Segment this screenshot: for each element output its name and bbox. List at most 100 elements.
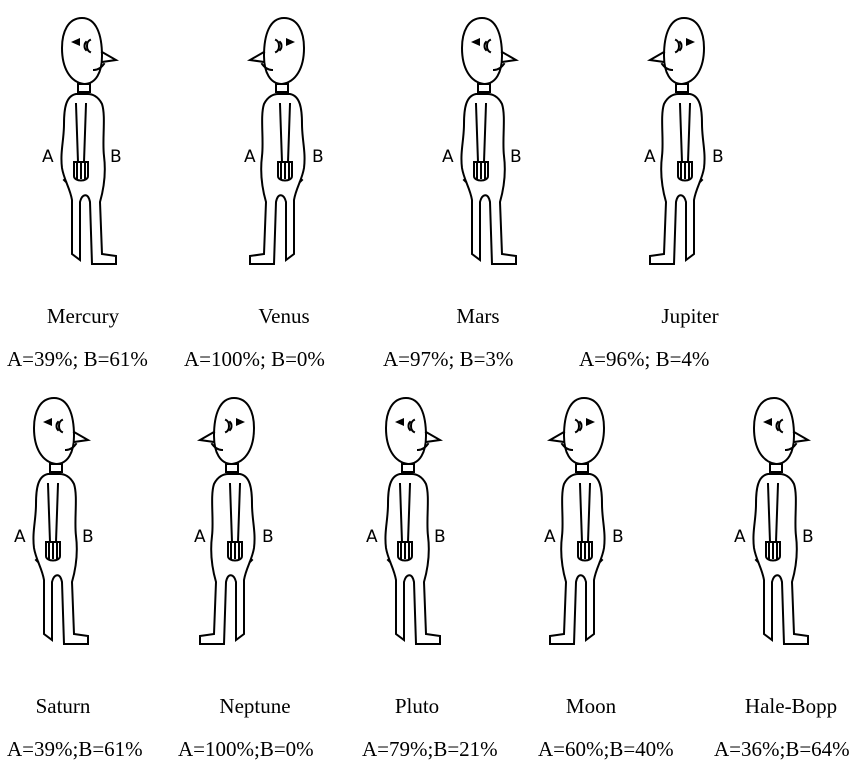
figure-ratio: A=100%;B=0% [178, 737, 314, 761]
side-label-a: A [544, 527, 556, 547]
eye-icon [395, 418, 404, 426]
fork-tines [401, 544, 409, 558]
nose-icon [650, 52, 664, 62]
ear-inner-icon [580, 422, 582, 430]
figure-ratio: A=79%;B=21% [362, 737, 498, 761]
arm-outline [768, 484, 778, 542]
torso-outline [461, 94, 516, 264]
nose-icon [74, 432, 88, 442]
torso-outline [550, 474, 605, 644]
belly-mark [250, 560, 252, 562]
head-outline [264, 18, 304, 84]
nose-icon [502, 52, 516, 62]
side-label-a: A [644, 147, 656, 167]
head-outline [62, 18, 102, 84]
side-label-b: B [612, 527, 624, 547]
belly-mark [464, 180, 466, 182]
figure-body-group [753, 398, 808, 644]
arm-outline [280, 104, 290, 162]
belly-mark [388, 560, 390, 562]
neck [402, 464, 414, 472]
mouth-icon [662, 64, 672, 70]
side-label-a: A [734, 527, 746, 547]
fork-tines [581, 544, 589, 558]
mouth-icon [562, 444, 572, 450]
belly-mark [36, 560, 38, 562]
neck [478, 84, 490, 92]
ear-icon [276, 40, 279, 52]
side-label-b: B [312, 147, 324, 167]
ear-icon [87, 40, 90, 52]
nose-icon [102, 52, 116, 62]
fork-tines [769, 544, 777, 558]
ear-inner-icon [85, 42, 87, 50]
torso-outline [33, 474, 88, 644]
head-outline [386, 398, 426, 464]
figure-ratio: A=96%; B=4% [579, 347, 709, 371]
nose-icon [250, 52, 264, 62]
belly-mark [300, 180, 302, 182]
belly-mark [600, 560, 602, 562]
mouth-icon [94, 64, 104, 70]
fork-tines [681, 164, 689, 178]
figure-name: Neptune [190, 694, 320, 718]
figure-body-group [461, 18, 516, 264]
figure-name: Saturn [0, 694, 126, 718]
ear-icon [59, 420, 62, 432]
eye-icon [763, 418, 772, 426]
belly-mark [756, 560, 758, 562]
head-outline [754, 398, 794, 464]
torso-outline [650, 94, 705, 264]
ear-inner-icon [680, 42, 682, 50]
fork-tines [77, 164, 85, 178]
side-label-b: B [262, 527, 274, 547]
fork-tines [281, 164, 289, 178]
side-label-b: B [110, 147, 122, 167]
neck [676, 84, 688, 92]
side-label-a: A [366, 527, 378, 547]
neck [226, 464, 238, 472]
figure-body-group [250, 18, 305, 264]
figure-name: Hale-Bopp [714, 694, 868, 718]
torso-outline [250, 94, 305, 264]
mouth-icon [66, 444, 76, 450]
torso-outline [385, 474, 440, 644]
figure-ratio: A=39%; B=61% [7, 347, 148, 371]
arm-outline [48, 484, 58, 542]
side-label-b: B [802, 527, 814, 547]
figure-ratio: A=36%;B=64% [714, 737, 850, 761]
eye-icon [586, 418, 595, 426]
neck [276, 84, 288, 92]
nose-icon [550, 432, 564, 442]
torso-outline [753, 474, 808, 644]
mouth-icon [262, 64, 272, 70]
arm-outline [580, 484, 590, 542]
figure-name: Mercury [0, 304, 166, 328]
mouth-icon [418, 444, 428, 450]
mouth-icon [786, 444, 796, 450]
mouth-icon [494, 64, 504, 70]
head-outline [564, 398, 604, 464]
ear-icon [779, 420, 782, 432]
neck [576, 464, 588, 472]
eye-icon [71, 38, 80, 46]
side-label-a: A [244, 147, 256, 167]
ear-icon [487, 40, 490, 52]
side-label-a: A [442, 147, 454, 167]
figure-name: Moon [526, 694, 656, 718]
arm-outline [76, 104, 86, 162]
eye-icon [236, 418, 245, 426]
eye-icon [686, 38, 695, 46]
figure-ratio: A=39%;B=61% [7, 737, 143, 761]
mouth-icon [212, 444, 222, 450]
head-outline [462, 18, 502, 84]
nose-icon [426, 432, 440, 442]
head-outline [214, 398, 254, 464]
ear-inner-icon [57, 422, 59, 430]
figure-name: Jupiter [610, 304, 770, 328]
